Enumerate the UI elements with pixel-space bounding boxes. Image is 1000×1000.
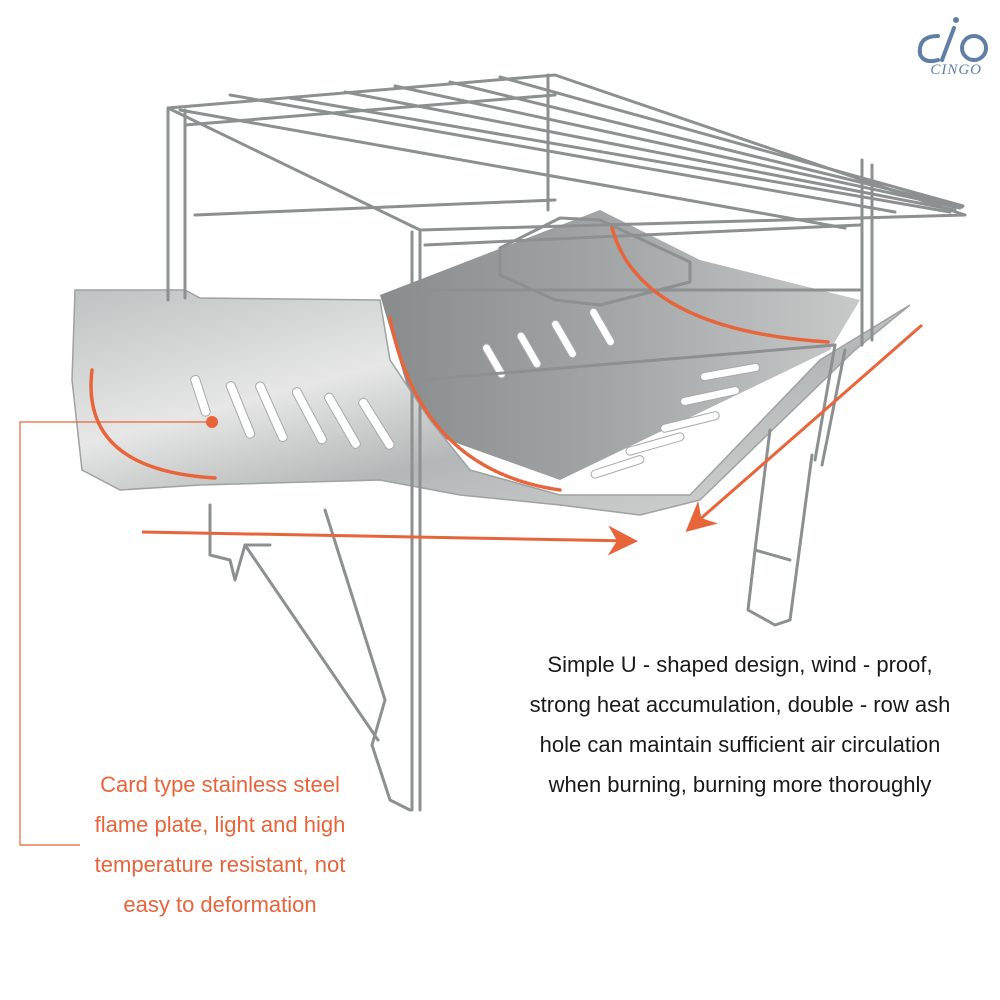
flame-plate-description-line: temperature resistant, not [94, 852, 346, 877]
u-shaped-flame-plate [71, 289, 911, 516]
design-description-line: when burning, burning more thoroughly [548, 772, 932, 797]
flame-plate-description-line: flame plate, light and high [94, 812, 346, 837]
back-flame-plate [380, 210, 860, 480]
annotation-curves [89, 226, 830, 492]
design-description-line: Simple U - shaped design, wind - proof, [547, 652, 933, 677]
flame-plate-description-line: easy to deformation [123, 892, 317, 917]
wire-grill-frame [166, 73, 967, 812]
cingo-logo-icon [917, 17, 988, 64]
brand-name: CINGO [930, 62, 982, 78]
design-description-line: hole can maintain sufficient air circula… [539, 732, 941, 757]
design-description: Simple U - shaped design, wind - proof, … [500, 645, 980, 805]
airflow-arrow-diagonal [685, 323, 923, 532]
airflow-arrow-horizontal [141, 525, 638, 556]
ash-holes-right [482, 307, 761, 479]
callout-dot [206, 416, 218, 428]
flame-plate-description-line: Card type stainless steel [100, 772, 340, 797]
design-description-line: strong heat accumulation, double - row a… [529, 692, 951, 717]
callout-line [19, 421, 212, 846]
ash-holes-left [190, 375, 395, 450]
flame-plate-description: Card type stainless steel flame plate, l… [60, 765, 380, 925]
